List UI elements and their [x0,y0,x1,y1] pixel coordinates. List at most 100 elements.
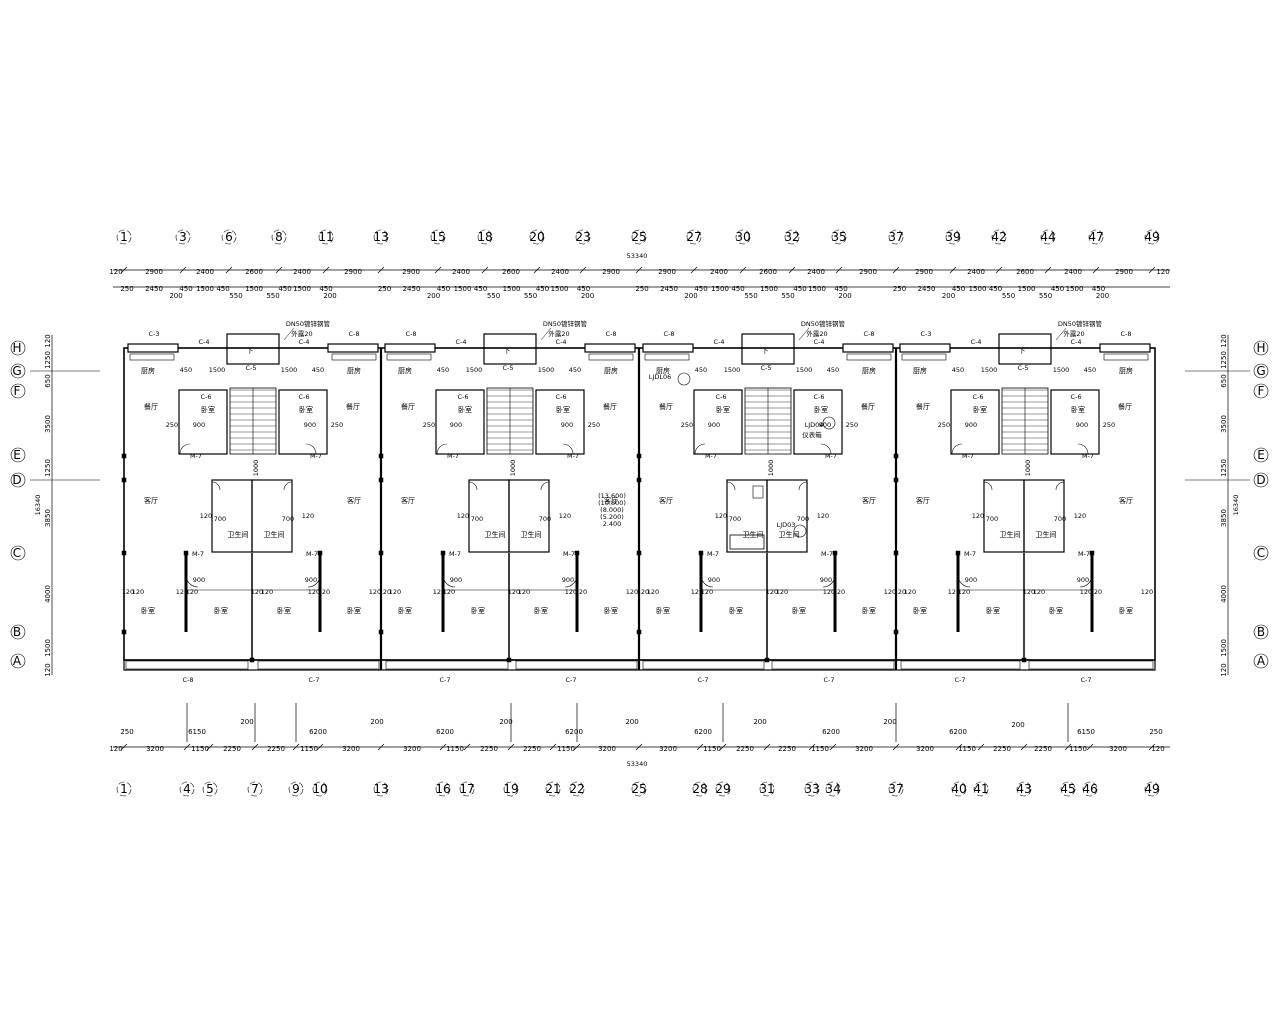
unit-block [378,333,636,663]
dim-text: 2250 [993,745,1011,753]
dim-text: 1150 [811,745,829,753]
dim-text: 1150 [557,745,575,753]
small-room-right [535,389,585,455]
dim-text: 250 [423,421,435,429]
dim-text: 120 [44,663,52,676]
dim-text: 2250 [778,745,796,753]
dim-text: 1500 [503,285,521,293]
dim-text: 550 [487,292,500,300]
column [121,477,127,483]
dim-text: 1500 [209,366,226,374]
pipe-note: 外露20 [548,329,569,338]
elevation-label: (8.000) [600,506,624,514]
dim-text: 2400 [967,268,985,276]
dim-text: 900 [450,421,462,429]
small-room-right [1050,389,1100,455]
axis-bubble [312,781,328,797]
axis-bubble [1253,363,1269,379]
room-bedroom: 卧室 [1071,405,1085,414]
dim-tick [120,743,128,751]
dim-text: 450 [437,366,449,374]
room-living: 客厅 [916,496,930,505]
axis-label-top: 1 [120,230,128,244]
dim-text: 120 [1033,588,1045,596]
dim-tick [808,743,816,751]
dim-text: 700 [471,515,483,523]
axis-bubble [1060,781,1076,797]
axis-bubble [784,229,800,245]
dim-text: 1500 [1053,366,1070,374]
dim-text: 200 [838,292,851,300]
dim-tick [1092,266,1100,274]
axis-label-top: 25 [631,230,646,244]
room-kitchen: 厨房 [1119,366,1133,375]
dim-text: 2900 [1115,268,1133,276]
dim-text: 1500 [1018,285,1036,293]
door-swing [798,481,808,491]
window-tag: C-7 [1080,676,1091,684]
dim-text: 2450 [918,285,936,293]
axis-label-bottom: 4 [183,782,191,796]
column [832,550,838,556]
door-swing [726,481,736,491]
equipment-tag: LJD04 [805,421,824,429]
window-tag: C-4 [713,338,724,346]
column [636,477,642,483]
dim-tick [1148,266,1156,274]
axis-bubble [1253,653,1269,669]
small-room-left [178,389,228,455]
dim-text: 450 [952,285,965,293]
axis-bubble [10,363,26,379]
axis-bubble [715,781,731,797]
small-room-left [950,389,1000,455]
dim-text: 200 [942,292,955,300]
dim-text: 1500 [1066,285,1084,293]
dim-text: 120 [715,512,727,520]
dim-text: 200 [370,718,383,726]
dim-tick [977,743,985,751]
dim-text: 120 [109,268,122,276]
dim-text: 2400 [452,268,470,276]
stair-head [998,333,1052,365]
dim-tick [579,266,587,274]
axis-bubble [318,229,334,245]
dim-text: 250 [681,421,693,429]
column [698,550,704,556]
room-bedroom: 卧室 [716,405,730,414]
dim-text: 450 [312,366,324,374]
room-dining: 餐厅 [401,402,415,411]
room-bathroom: 卫生间 [1000,530,1021,539]
dim-text: 1500 [981,366,998,374]
room-dining: 餐厅 [346,402,360,411]
axis-label-bottom: 17 [459,782,474,796]
dim-tick [439,743,447,751]
door-swing [283,481,293,491]
dim-text: 3200 [1109,745,1127,753]
axis-bubble [804,781,820,797]
window-tag: C-6 [457,393,468,401]
dim-text: 2400 [196,268,214,276]
dim-text: 450 [1092,285,1105,293]
dim-text: 2900 [658,268,676,276]
column [1021,657,1027,663]
axis-bubble [116,229,132,245]
window-tag: C-6 [1070,393,1081,401]
dim-text: 1500 [44,639,52,657]
axis-bubble [10,653,26,669]
column [121,550,127,556]
dim-text: 250 [588,421,600,429]
dim-tick [573,743,581,751]
axis-bubble [435,781,451,797]
room-bedroom: 卧室 [347,606,361,615]
dim-text: 250 [846,421,858,429]
room-kitchen: 厨房 [604,366,618,375]
door-swing [983,481,993,491]
axis-bubble [10,340,26,356]
dim-text: 450 [695,366,707,374]
window-tag: C-6 [555,393,566,401]
axis-bubble [175,229,191,245]
row-axis-left: B [13,625,21,639]
axis-label-bottom: 41 [973,782,988,796]
window-tag: C-4 [455,338,466,346]
